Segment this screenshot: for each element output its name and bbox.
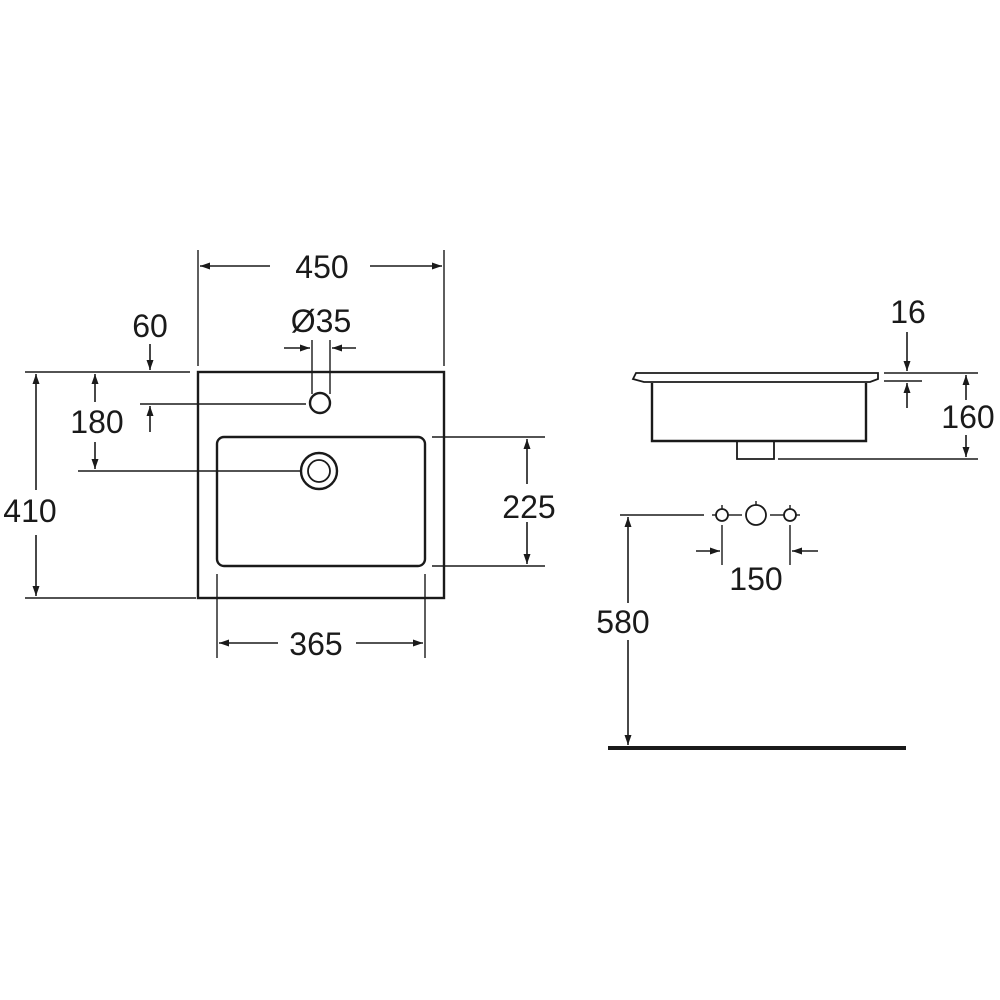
dim-depth-total: 410 — [3, 374, 196, 599]
dim-tap-hole-diameter: Ø35 — [284, 303, 356, 394]
dim-tap-hole-offset: 60 — [132, 308, 306, 432]
dim-basin-height: 160 — [778, 375, 995, 460]
basin-outline — [196, 370, 446, 600]
tap-center — [745, 504, 767, 526]
label-tap-hole-diameter: Ø35 — [291, 303, 351, 339]
label-depth-total: 410 — [3, 493, 56, 529]
waste-outlet-outer — [299, 451, 339, 491]
dim-bowl-depth: 225 — [432, 436, 556, 567]
tap-position-view — [712, 501, 800, 526]
waste-spigot — [736, 441, 775, 460]
dim-mounting-height: 580 — [596, 514, 704, 745]
dim-waste-offset: 180 — [25, 371, 300, 472]
waste-outlet-inner — [307, 459, 331, 483]
rim-profile — [631, 372, 879, 383]
tap-left — [715, 508, 729, 522]
dim-bowl-width: 365 — [216, 574, 426, 662]
dim-tap-spacing: 150 — [696, 525, 818, 597]
side-view — [631, 372, 879, 460]
label-width-total: 450 — [295, 249, 348, 285]
label-basin-height: 160 — [941, 399, 994, 435]
label-bowl-depth: 225 — [502, 489, 555, 525]
label-waste-offset: 180 — [70, 404, 123, 440]
dim-width-total: 450 — [197, 249, 445, 366]
label-bowl-width: 365 — [289, 626, 342, 662]
tap-hole — [308, 391, 332, 415]
dim-rim-thickness: 16 — [884, 294, 978, 408]
label-tap-hole-offset: 60 — [132, 308, 168, 344]
label-tap-spacing: 150 — [729, 561, 782, 597]
tap-right — [783, 508, 797, 522]
top-view — [196, 370, 446, 600]
bowl-profile — [650, 383, 868, 443]
label-mounting-height: 580 — [596, 604, 649, 640]
label-rim-thickness: 16 — [890, 294, 926, 330]
bowl-outline — [215, 435, 427, 568]
